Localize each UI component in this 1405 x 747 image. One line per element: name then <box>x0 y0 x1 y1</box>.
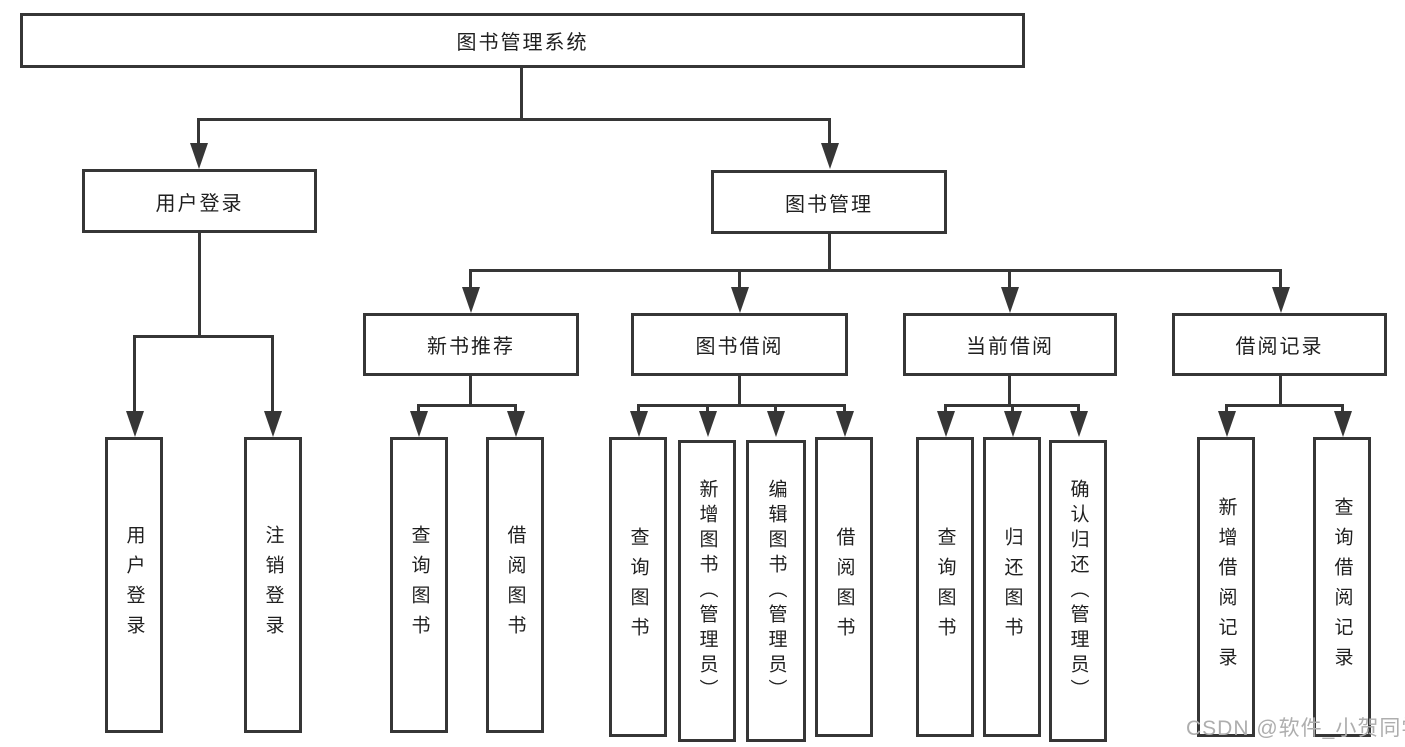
leaf-query-books: 查询图书 <box>916 437 974 737</box>
arrow-down-icon <box>937 411 955 437</box>
connector-line <box>828 118 831 148</box>
connector-line <box>1279 269 1282 291</box>
connector-line <box>1011 404 1014 414</box>
leaf-query-books: 查询图书 <box>390 437 448 733</box>
leaf-query-books: 查询图书 <box>609 437 667 737</box>
node-label: 查询图书 <box>934 527 956 647</box>
node-label: 借阅记录 <box>1235 336 1324 358</box>
arrow-down-icon <box>1001 287 1019 313</box>
arrow-down-icon <box>767 411 785 437</box>
leaf-edit-books-admin: 编辑图书（管理员） <box>746 440 806 742</box>
connector-line <box>944 404 947 414</box>
node-book-management: 图书管理 <box>711 170 947 234</box>
node-label: 新增借阅记录 <box>1215 497 1237 677</box>
connector-line <box>198 233 201 337</box>
connector-line <box>738 376 741 407</box>
connector-line <box>514 404 517 414</box>
leaf-borrow-books: 借阅图书 <box>815 437 873 737</box>
connector-line <box>706 404 709 414</box>
leaf-confirm-return-admin: 确认归还（管理员） <box>1049 440 1107 742</box>
arrow-down-icon <box>1004 411 1022 437</box>
leaf-add-borrow-record: 新增借阅记录 <box>1197 437 1255 737</box>
node-label: 借阅图书 <box>504 525 526 645</box>
connector-line <box>133 335 136 415</box>
connector-line <box>738 269 741 291</box>
node-label: 新增图书（管理员） <box>696 478 718 704</box>
arrow-down-icon <box>410 411 428 437</box>
connector-line <box>197 118 831 121</box>
node-label: 归还图书 <box>1001 527 1023 647</box>
connector-line <box>843 404 846 414</box>
node-label: 查询借阅记录 <box>1331 497 1353 677</box>
arrow-down-icon <box>1218 411 1236 437</box>
arrow-down-icon <box>264 411 282 437</box>
connector-line <box>417 404 517 407</box>
arrow-down-icon <box>1070 411 1088 437</box>
node-user-login: 用户登录 <box>82 169 317 233</box>
node-borrowing-records: 借阅记录 <box>1172 313 1387 376</box>
node-label: 用户登录 <box>155 192 244 215</box>
node-label: 查询图书 <box>627 527 649 647</box>
arrow-down-icon <box>190 143 208 169</box>
arrow-down-icon <box>507 411 525 437</box>
node-book-borrowing: 图书借阅 <box>631 313 848 376</box>
connector-line <box>828 234 831 272</box>
leaf-borrow-books: 借阅图书 <box>486 437 544 733</box>
connector-line <box>417 404 420 414</box>
connector-line <box>271 335 274 415</box>
arrow-down-icon <box>630 411 648 437</box>
node-new-book-recommendation: 新书推荐 <box>363 313 579 376</box>
connector-line <box>469 269 472 291</box>
arrow-down-icon <box>1334 411 1352 437</box>
connector-line <box>133 335 274 338</box>
node-label: 图书借阅 <box>695 336 784 358</box>
node-label: 注销登录 <box>262 525 284 645</box>
node-label: 当前借阅 <box>966 336 1054 358</box>
leaf-add-books-admin: 新增图书（管理员） <box>678 440 736 742</box>
leaf-logout: 注销登录 <box>244 437 302 733</box>
arrow-down-icon <box>126 411 144 437</box>
connector-line <box>637 404 846 407</box>
node-label: 新书推荐 <box>427 336 515 358</box>
connector-line <box>469 269 1282 272</box>
connector-line <box>197 118 200 148</box>
node-label: 查询图书 <box>408 525 430 645</box>
node-label: 借阅图书 <box>833 527 855 647</box>
arrow-down-icon <box>836 411 854 437</box>
connector-line <box>1008 376 1011 407</box>
leaf-query-borrow-record: 查询借阅记录 <box>1313 437 1371 737</box>
node-label: 用户登录 <box>123 525 145 645</box>
arrow-down-icon <box>1272 287 1290 313</box>
node-label: 图书管理系统 <box>456 32 589 54</box>
connector-line <box>520 68 523 121</box>
connector-line <box>1225 404 1228 414</box>
leaf-user-login: 用户登录 <box>105 437 163 733</box>
node-label: 图书管理 <box>785 193 873 216</box>
connector-line <box>1077 404 1080 414</box>
node-label: 编辑图书（管理员） <box>765 478 787 704</box>
arrow-down-icon <box>731 287 749 313</box>
connector-line <box>469 376 472 407</box>
node-current-borrowing: 当前借阅 <box>903 313 1117 376</box>
connector-line <box>1008 269 1011 291</box>
connector-line <box>1225 404 1344 407</box>
node-library-management-system: 图书管理系统 <box>20 13 1025 68</box>
arrow-down-icon <box>462 287 480 313</box>
arrow-down-icon <box>821 143 839 169</box>
node-label: 确认归还（管理员） <box>1067 478 1089 704</box>
csdn-watermark: CSDN @软件_小贺同学 <box>1186 717 1405 740</box>
connector-line <box>1341 404 1344 414</box>
connector-line <box>774 404 777 414</box>
leaf-return-books: 归还图书 <box>983 437 1041 737</box>
connector-line <box>637 404 640 414</box>
arrow-down-icon <box>699 411 717 437</box>
connector-line <box>1279 376 1282 407</box>
